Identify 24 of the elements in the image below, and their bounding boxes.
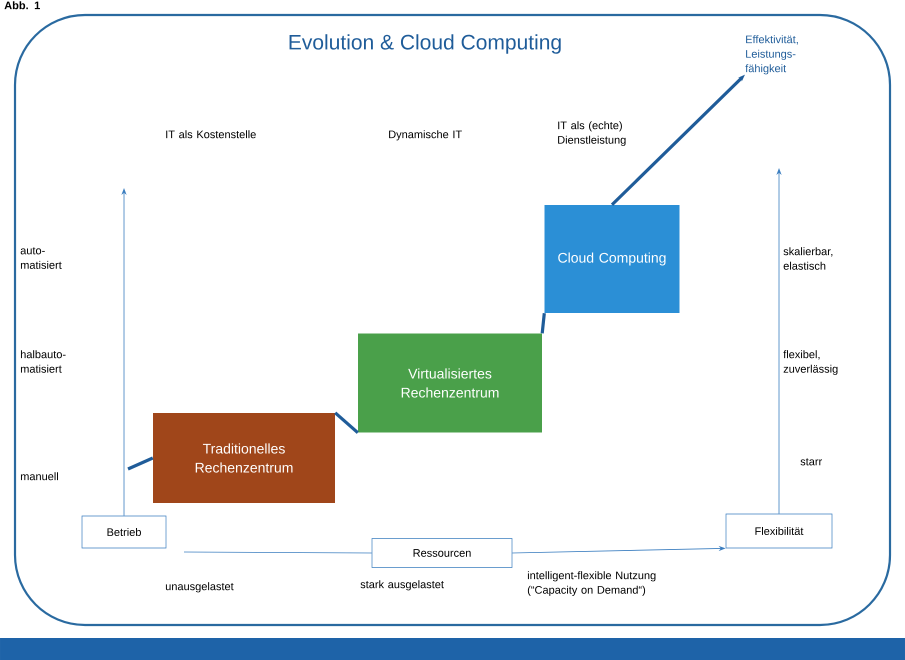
label: unausgelastet xyxy=(166,582,234,592)
stage-box: Virtualisiertes Rechenzentrum xyxy=(358,333,542,432)
axis-label-box: Betrieb xyxy=(82,516,166,548)
title: Evolution & Cloud Computing xyxy=(290,34,561,54)
label: starr xyxy=(800,458,822,466)
label: IT als (echte) Dienstleistung xyxy=(558,121,626,146)
label: flexibel, zuverlässig xyxy=(783,350,838,375)
label: IT als Kostenstelle xyxy=(166,130,256,138)
label: manuell xyxy=(20,472,58,480)
label: skalierbar, elastisch xyxy=(784,247,832,270)
trend-line xyxy=(334,412,359,434)
figure-number: Abb. 1 xyxy=(4,1,40,10)
label: stark ausgelastet xyxy=(360,580,444,590)
axis-label-box: Ressourcen xyxy=(372,538,512,568)
label: auto- matisiert xyxy=(20,247,62,269)
stage-box: Traditionelles Rechenzentrum xyxy=(153,412,335,503)
stage-box: Cloud Computing xyxy=(544,204,680,313)
trend-line xyxy=(127,456,154,470)
label: intelligent-flexible Nutzung (“Capacity on Demand“) xyxy=(528,571,656,596)
label: Dynamische IT xyxy=(389,130,462,140)
trend-line xyxy=(540,313,546,334)
axis-label-box: Flexibilität xyxy=(726,514,832,548)
goal-text: Effektivität, Leistungs- fähigkeit xyxy=(745,35,798,74)
label: halbauto- matisiert xyxy=(20,350,66,373)
